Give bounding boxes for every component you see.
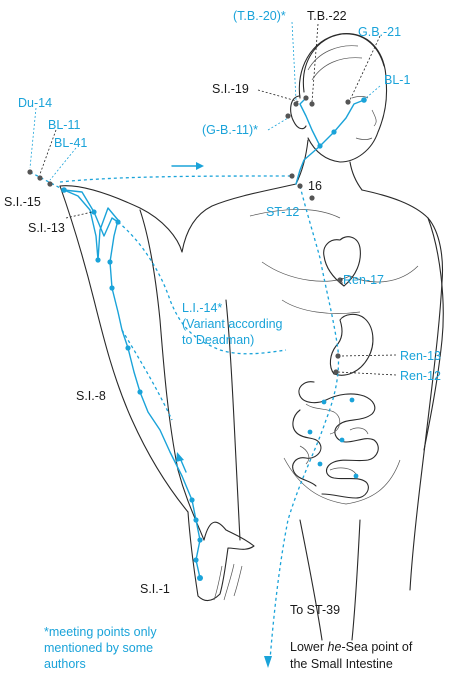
label-lower-sea-line2: the Small Intestine bbox=[290, 657, 393, 671]
point-du14 bbox=[27, 169, 32, 174]
label-variant-line2: to Deadman) bbox=[182, 333, 254, 347]
down-arrow-icon bbox=[264, 656, 272, 668]
label-bl1: BL-1 bbox=[384, 73, 410, 87]
face-channel-line bbox=[296, 100, 364, 184]
hair-outline bbox=[303, 34, 384, 92]
internal-descending-dashed bbox=[270, 186, 339, 660]
point-bl41 bbox=[47, 181, 52, 186]
label-variant-line1: (Variant according bbox=[182, 317, 283, 331]
label-du14: Du-14 bbox=[18, 96, 52, 110]
label-gb21: G.B.-21 bbox=[358, 25, 401, 39]
label-si1: S.I.-1 bbox=[140, 582, 170, 596]
label-st12: ST-12 bbox=[266, 205, 299, 219]
point-gb21 bbox=[345, 99, 350, 104]
label-bl11: BL-11 bbox=[48, 118, 80, 132]
label-ren12: Ren-12 bbox=[400, 369, 441, 383]
label-16: 16 bbox=[308, 179, 322, 193]
footnote-line2: mentioned by some bbox=[44, 641, 153, 655]
point-16 bbox=[297, 183, 302, 188]
label-to-st39: To ST-39 bbox=[290, 603, 340, 617]
point-bl1 bbox=[361, 97, 367, 103]
point-bl11 bbox=[37, 175, 42, 180]
label-li14: L.I.-14* bbox=[182, 301, 222, 315]
point-si19 bbox=[303, 95, 308, 100]
point-si13 bbox=[91, 209, 96, 214]
label-si19: S.I.-19 bbox=[212, 82, 249, 96]
labels: (T.B.-20)* T.B.-22 G.B.-21 S.I.-19 BL-1 … bbox=[4, 9, 441, 671]
shoulder-neck-dashed bbox=[60, 176, 290, 182]
label-tb22: T.B.-22 bbox=[307, 9, 347, 23]
small-intestine-outline bbox=[299, 382, 378, 498]
point-st12 bbox=[309, 195, 314, 200]
point-si15 bbox=[61, 187, 67, 193]
point-si1 bbox=[197, 575, 203, 581]
label-ren17: Ren-17 bbox=[343, 273, 384, 287]
label-tb20: (T.B.-20)* bbox=[233, 9, 286, 23]
label-ren13: Ren-13 bbox=[400, 349, 441, 363]
label-gb11: (G-B.-11)* bbox=[202, 123, 258, 137]
point-ren12 bbox=[333, 369, 338, 374]
label-si13: S.I.-13 bbox=[28, 221, 65, 235]
footnote-line3: authors bbox=[44, 657, 86, 671]
footnote-line1: *meeting points only bbox=[44, 625, 157, 639]
label-lower-sea-line1: Lower he-Sea point of bbox=[290, 640, 413, 654]
label-bl41: BL-41 bbox=[54, 136, 87, 150]
label-si15: S.I.-15 bbox=[4, 195, 41, 209]
point-tb22 bbox=[309, 101, 314, 106]
point-ren13 bbox=[335, 353, 340, 358]
point-gb11 bbox=[285, 113, 290, 118]
arm-channel-line bbox=[64, 190, 200, 578]
label-si8: S.I.-8 bbox=[76, 389, 106, 403]
point-si8 bbox=[137, 389, 142, 394]
